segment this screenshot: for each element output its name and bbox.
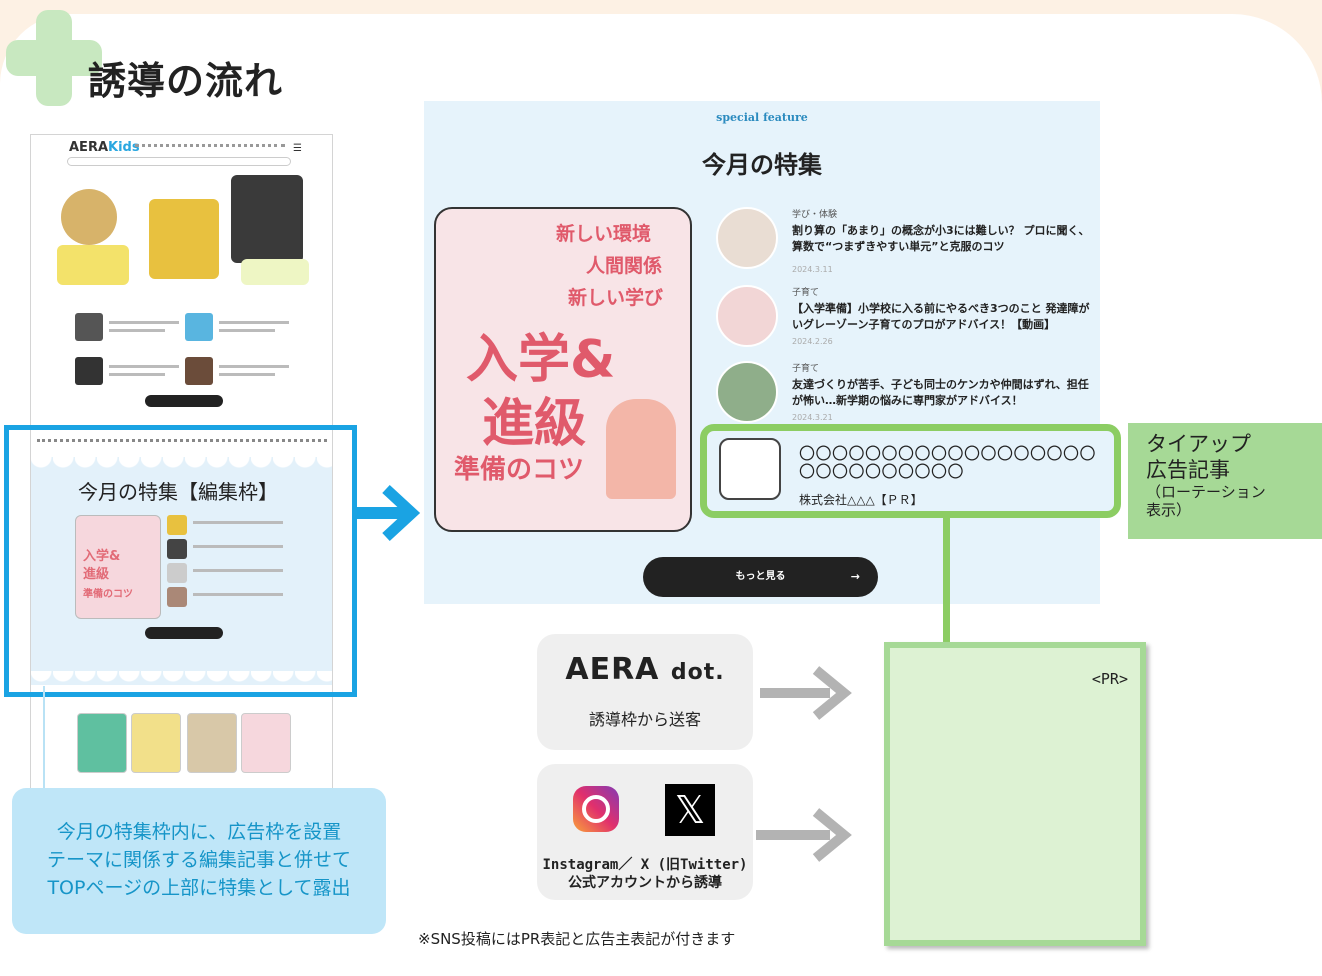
ad-sponsor: 株式会社△△△【ＰＲ】 xyxy=(799,493,923,507)
feature-card-thumb xyxy=(75,515,161,619)
page-title: 誘導の流れ xyxy=(88,59,284,103)
hero-card xyxy=(231,175,303,263)
aera-dot-source: AERA dot. 誘導枠から送客 xyxy=(537,634,753,750)
article-item[interactable]: 子育て 【入学準備】小学校に入る前にやるべき3つのこと 発達障がいグレーゾーン子… xyxy=(716,285,1096,355)
card-text: 人間関係 xyxy=(586,255,663,277)
arrow-right-icon: → xyxy=(850,570,860,583)
article-date: 2024.3.21 xyxy=(792,413,833,422)
source-text: Instagram／ X (旧Twitter) xyxy=(542,857,748,873)
article-title: 友達づくりが苦手、子ども同士のケンカや仲間はずれ、担任が怖い…新学期の悩みに専門… xyxy=(792,378,1089,407)
site-search-input xyxy=(67,157,291,166)
aera-dot-logo: AERA dot. xyxy=(565,652,725,687)
card-text: 新しい環境 xyxy=(556,223,652,245)
list-item xyxy=(75,357,191,387)
card-text: 準備のコツ xyxy=(454,455,585,485)
other-feature-thumb xyxy=(77,713,127,773)
tieup-label: タイアップ 広告記事 （ローテーション 表示） xyxy=(1128,423,1322,539)
sns-source: 𝕏 Instagram／ X (旧Twitter) 公式アカウントから誘導 xyxy=(537,764,753,900)
arrow-right-icon xyxy=(760,666,852,720)
tag-strip xyxy=(37,439,327,443)
arrow-right-icon xyxy=(356,484,421,542)
hero-card xyxy=(241,259,309,285)
ad-thumb xyxy=(719,438,781,500)
card-text: 入学& xyxy=(466,330,616,390)
note-callout: 今月の特集枠内に、広告枠を設置 テーマに関係する編集記事と併せて TOPページの… xyxy=(12,788,386,934)
article-category: 子育て xyxy=(792,364,820,374)
site-nav xyxy=(135,144,285,148)
article-date: 2024.2.26 xyxy=(792,337,833,346)
ad-slot-highlight[interactable]: 〇〇〇〇〇〇〇〇〇〇〇〇〇〇〇〇〇〇〇〇〇〇〇〇〇〇〇〇 株式会社△△△【ＰＲ】 xyxy=(700,424,1121,518)
instagram-icon xyxy=(573,786,619,832)
ad-title: 〇〇〇〇〇〇〇〇〇〇〇〇〇〇〇〇〇〇〇〇〇〇〇〇〇〇〇〇 xyxy=(799,444,1097,481)
section-title: 今月の特集 xyxy=(702,151,822,179)
other-feature-thumb xyxy=(131,713,181,773)
hero-circle-image xyxy=(61,189,117,245)
feature-main-card[interactable]: 新しい環境 人間関係 新しい学び 入学& 進級 準備のコツ xyxy=(434,207,692,532)
article-thumb xyxy=(716,285,778,347)
plus-icon xyxy=(6,10,102,106)
list-item xyxy=(167,587,297,617)
other-feature-thumb xyxy=(241,713,291,773)
more-button-mini xyxy=(145,395,223,407)
source-text: 誘導枠から送客 xyxy=(588,710,701,729)
site-screenshot: AERAKids ☰ 入学& 進級 準備のコツ xyxy=(30,134,333,790)
pr-label: <PR> xyxy=(1091,670,1128,688)
article-category: 子育て xyxy=(792,288,820,298)
illustration-figure xyxy=(606,399,676,499)
card-text: 進級 xyxy=(482,394,587,454)
editorial-frame-highlight xyxy=(4,425,357,697)
more-button[interactable]: もっと見る → xyxy=(643,557,878,597)
article-thumb xyxy=(716,207,778,269)
feature-card-text: 進級 xyxy=(83,567,110,582)
feature-wave xyxy=(31,457,332,471)
feature-card-text: 準備のコツ xyxy=(83,589,133,600)
list-item xyxy=(75,313,191,343)
x-twitter-icon: 𝕏 xyxy=(665,784,715,836)
site-logo: AERAKids xyxy=(69,140,140,155)
arrow-right-icon xyxy=(756,808,852,862)
list-item xyxy=(185,313,301,343)
pr-article-page: <PR> xyxy=(884,642,1146,946)
connector-line xyxy=(43,686,45,788)
more-button-mini xyxy=(145,627,223,639)
feature-card-text: 入学& xyxy=(83,549,121,564)
list-item xyxy=(167,563,297,593)
other-feature-thumb xyxy=(187,713,237,773)
article-category: 学び・体験 xyxy=(792,210,838,220)
article-title: 割り算の「あまり」の概念が小3には難しい？ プロに聞く、算数で“つまずきやすい単… xyxy=(792,224,1090,253)
section-kicker: special feature xyxy=(716,111,808,124)
article-item[interactable]: 子育て 友達づくりが苦手、子ども同士のケンカや仲間はずれ、担任が怖い…新学期の悩… xyxy=(716,361,1096,431)
source-text: 公式アカウントから誘導 xyxy=(568,875,722,891)
list-item xyxy=(167,515,297,545)
list-item xyxy=(185,357,301,387)
feature-wave xyxy=(31,671,332,685)
card-text: 新しい学び xyxy=(568,287,664,309)
footnote: ※SNS投稿にはPR表記と広告主表記が付きます xyxy=(418,930,736,948)
menu-icon: ☰ xyxy=(293,143,302,154)
article-title: 【入学準備】小学校に入る前にやるべき3つのこと 発達障がいグレーゾーン子育てのプ… xyxy=(792,302,1090,331)
article-thumb xyxy=(716,361,778,423)
article-date: 2024.3.11 xyxy=(792,265,833,274)
list-item xyxy=(167,539,297,569)
hero-card xyxy=(149,199,219,279)
hero-card xyxy=(57,245,129,285)
feature-panel: special feature 今月の特集 新しい環境 人間関係 新しい学び 入… xyxy=(424,101,1100,604)
article-item[interactable]: 学び・体験 割り算の「あまり」の概念が小3には難しい？ プロに聞く、算数で“つま… xyxy=(716,207,1096,277)
connector-line xyxy=(943,517,950,644)
editorial-frame-label: 今月の特集【編集枠】 xyxy=(78,480,278,504)
